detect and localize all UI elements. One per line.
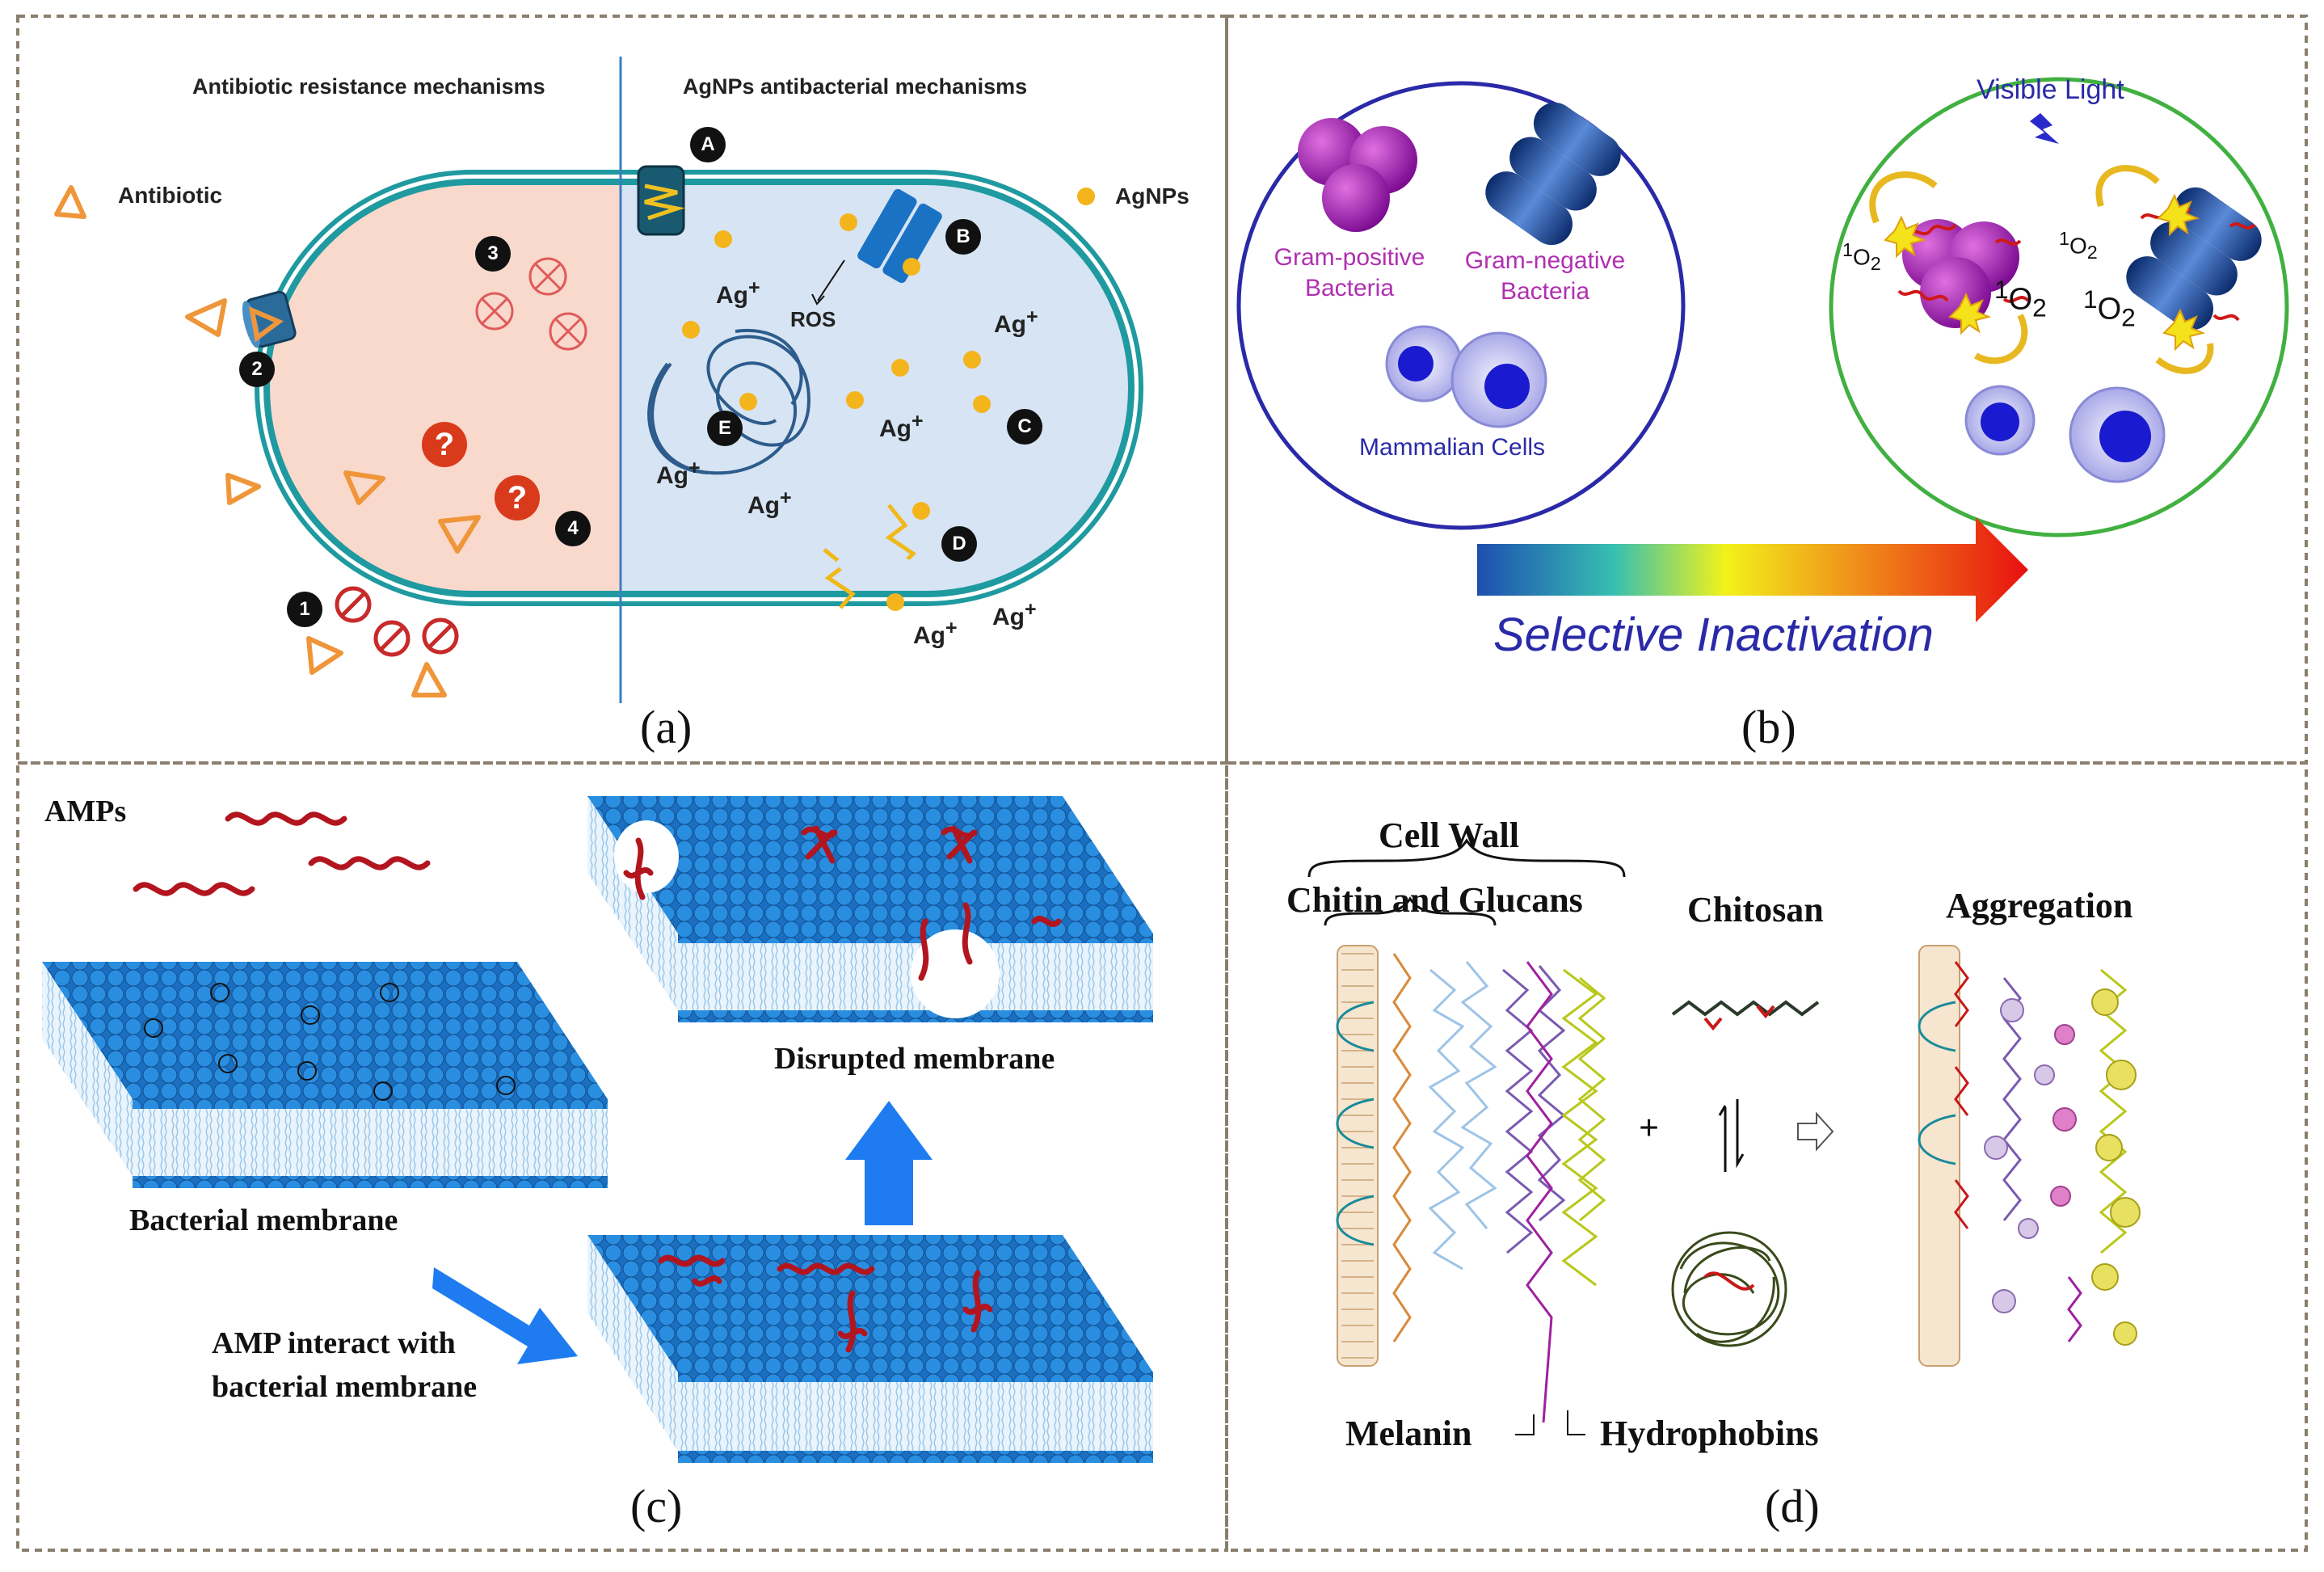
ros-label: ROS [790,307,836,331]
singlet-oxygen-label: 1O2 [2083,284,2136,332]
ag-ion-label: Ag+ [992,598,1037,630]
badge-c: C [1007,409,1042,445]
panel-a-heading-right: AgNPs antibacterial mechanisms [683,74,1028,99]
label-gram-positive: Gram-positive Bacteria [1274,244,1425,301]
ag-ion-label: Ag+ [716,276,760,309]
caption-a: (a) [640,701,693,753]
plus-sign: + [1639,1108,1660,1148]
label-visible-light: Visible Light [1977,74,2124,105]
question-mark-2: ? [495,475,540,520]
ag-ion-label: Ag+ [747,487,792,519]
label-chitin-glucans: Chitin and Glucans [1286,880,1583,920]
label-hydrophobins: Hydrophobins [1600,1414,1819,1453]
panel-d-art [1307,838,2141,1435]
label-melanin: Melanin [1345,1414,1472,1453]
caption-d: (d) [1765,1480,1820,1532]
label-cell-wall: Cell Wall [1379,816,1519,855]
label-amp-interact-1: AMP interact with [212,1326,456,1360]
singlet-oxygen-label: 1O2 [2059,228,2098,263]
label-disrupted-membrane: Disrupted membrane [774,1042,1055,1076]
singlet-oxygen-label: 1O2 [1842,239,1881,274]
label-aggregation: Aggregation [1946,886,2133,925]
ag-ion-label: Ag+ [879,410,924,442]
ag-ion-label: Ag+ [656,457,701,489]
label-bacterial-membrane: Bacterial membrane [129,1203,398,1237]
badge-e: E [707,411,743,446]
panel-c-art [42,796,1153,1463]
legend-antibiotic: Antibiotic [118,183,223,208]
badge-4: 4 [555,511,591,546]
label-gram-negative: Gram-negative Bacteria [1464,247,1626,305]
question-mark-1: ? [422,422,467,467]
singlet-oxygen-label: 1O2 [1994,275,2047,322]
label-selective-inactivation: Selective Inactivation [1493,609,1934,661]
label-amp-interact-2: bacterial membrane [212,1370,478,1404]
legend-agnps: AgNPs [1115,183,1189,209]
badge-b: B [945,219,981,255]
badge-2: 2 [239,352,275,387]
label-chitosan: Chitosan [1687,890,1824,929]
panel-a-heading-left: Antibiotic resistance mechanisms [192,74,545,99]
badge-1: 1 [287,592,322,627]
ag-ion-label: Ag+ [994,306,1038,338]
badge-d: D [941,526,977,562]
ag-ion-label: Ag+ [913,617,958,649]
label-amps: AMPs [44,794,127,828]
panel-b-art [1236,77,2289,622]
panel-a-art [54,57,1143,703]
panel-borders [16,15,2308,1552]
caption-b: (b) [1741,701,1796,753]
badge-3: 3 [475,236,511,272]
caption-c: (c) [630,1480,683,1532]
badge-a: A [690,127,726,162]
label-mammalian-cells: Mammalian Cells [1359,434,1546,461]
